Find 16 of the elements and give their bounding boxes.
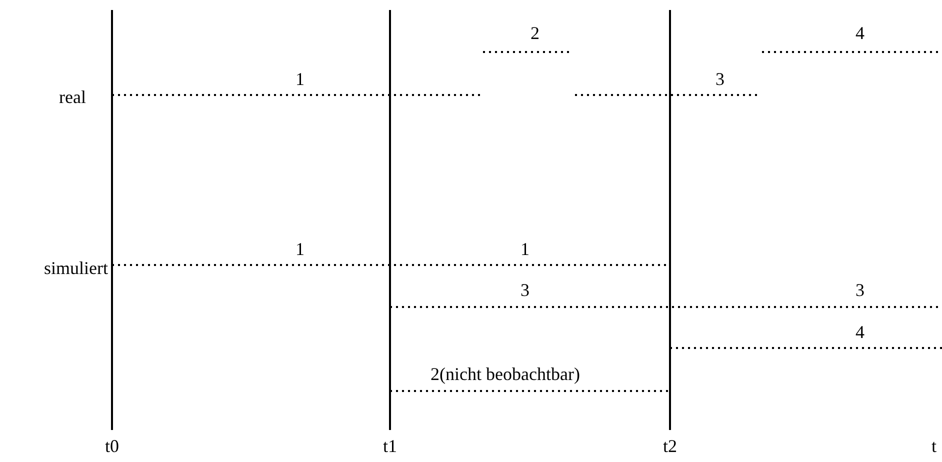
process-number: 2 (530, 23, 540, 43)
time-label: t1 (383, 436, 398, 456)
row-label: real (59, 87, 86, 107)
process-number: 4 (856, 322, 864, 342)
process-number: 1 (296, 69, 304, 89)
process-number: 4 (856, 23, 864, 43)
process-number: 3 (716, 69, 724, 89)
process-number: 3 (856, 280, 864, 300)
time-label: t0 (105, 436, 120, 456)
row-label: simuliert (44, 258, 108, 278)
process-number: 1 (520, 239, 530, 259)
process-note: 2(nicht beobachtbar) (430, 364, 580, 384)
time-label: t2 (663, 436, 678, 456)
process-number: 3 (520, 280, 530, 300)
process-number: 1 (296, 239, 304, 259)
time-label: t (932, 436, 937, 456)
